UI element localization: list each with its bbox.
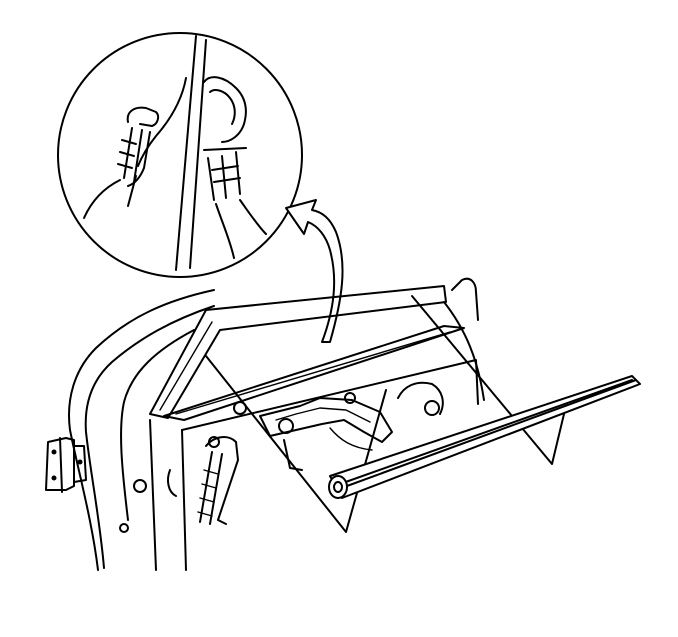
curved-arrow-icon: [285, 199, 344, 343]
inner-belt-weatherstrip: [328, 375, 641, 499]
v-marker-right: [411, 295, 565, 465]
detail-right-seal: [203, 76, 267, 259]
detail-left-clip: [83, 106, 160, 219]
door-handle-rod: [167, 436, 239, 525]
detail-glass-edge: [137, 35, 207, 271]
window-regulator: [259, 381, 444, 471]
front-door-frame: [68, 277, 485, 571]
v-marker-left: [205, 355, 387, 533]
detail-circle: [57, 32, 303, 278]
door-hinge: [45, 437, 87, 493]
